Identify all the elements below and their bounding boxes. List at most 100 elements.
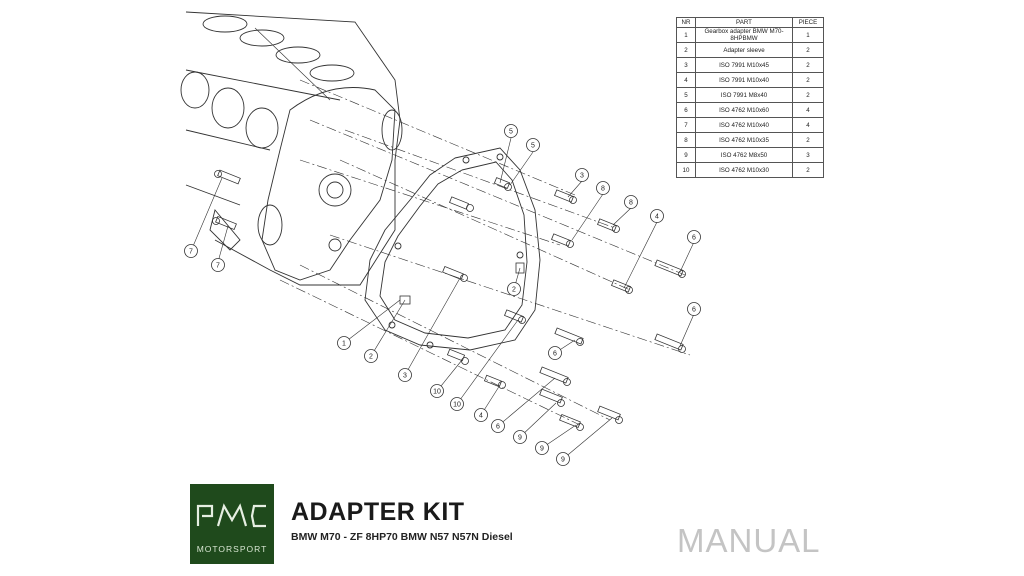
pmc-logo-mark-icon bbox=[196, 503, 266, 528]
page-title: ADAPTER KIT bbox=[291, 498, 465, 526]
callout-balloon: 2 bbox=[507, 282, 521, 296]
cell-part: ISO 7991 M10x45 bbox=[695, 57, 793, 73]
callout-balloon: 6 bbox=[548, 346, 562, 360]
cell-part: ISO 4762 M10x60 bbox=[695, 102, 793, 118]
callout-circle bbox=[507, 282, 521, 296]
callout-balloon: 9 bbox=[513, 430, 527, 444]
callout-number: 2 bbox=[512, 286, 516, 293]
callout-circle bbox=[526, 138, 540, 152]
callout-number: 1 bbox=[342, 340, 346, 347]
callout-circle bbox=[624, 195, 638, 209]
callout-number: 5 bbox=[531, 142, 535, 149]
callout-balloon: 2 bbox=[364, 349, 378, 363]
parts-table-header: NR PART PIECE bbox=[676, 17, 824, 28]
callout-circle bbox=[184, 244, 198, 258]
cell-nr: 1 bbox=[676, 27, 696, 43]
cell-part: ISO 4762 M10x40 bbox=[695, 117, 793, 133]
cell-nr: 2 bbox=[676, 42, 696, 58]
callout-circle bbox=[548, 346, 562, 360]
cell-part: ISO 4762 M8x50 bbox=[695, 147, 793, 163]
callout-number: 10 bbox=[433, 388, 441, 395]
callout-balloon: 5 bbox=[504, 124, 518, 138]
callout-circle bbox=[687, 302, 701, 316]
cell-part: Gearbox adapter BMW M70-8HPBMW bbox=[695, 27, 793, 43]
callout-circle bbox=[364, 349, 378, 363]
callout-balloon: 8 bbox=[624, 195, 638, 209]
cell-piece: 3 bbox=[792, 147, 824, 163]
cell-piece: 2 bbox=[792, 87, 824, 103]
callout-balloon: 4 bbox=[474, 408, 488, 422]
callout-circle bbox=[398, 368, 412, 382]
callout-balloon: 6 bbox=[687, 302, 701, 316]
callout-balloon: 9 bbox=[535, 441, 549, 455]
cell-piece: 2 bbox=[792, 72, 824, 88]
callout-circle bbox=[211, 258, 225, 272]
callout-circle bbox=[430, 384, 444, 398]
header-part: PART bbox=[695, 17, 793, 28]
cell-piece: 4 bbox=[792, 102, 824, 118]
callout-number: 10 bbox=[453, 401, 461, 408]
callout-number: 6 bbox=[692, 234, 696, 241]
callout-number: 8 bbox=[601, 185, 605, 192]
callout-balloon: 8 bbox=[596, 181, 610, 195]
cell-part: ISO 4762 M10x30 bbox=[695, 162, 793, 178]
callout-circle bbox=[504, 124, 518, 138]
adapter-plate bbox=[364, 147, 541, 351]
cell-part: Adapter sleeve bbox=[695, 42, 793, 58]
cell-piece: 4 bbox=[792, 117, 824, 133]
callout-balloon: 3 bbox=[398, 368, 412, 382]
callout-number: 4 bbox=[479, 412, 483, 419]
callout-number: 4 bbox=[655, 213, 659, 220]
cell-piece: 2 bbox=[792, 132, 824, 148]
callout-number: 6 bbox=[692, 306, 696, 313]
callout-circle bbox=[650, 209, 664, 223]
cell-piece: 2 bbox=[792, 42, 824, 58]
callout-number: 5 bbox=[509, 128, 513, 135]
cell-nr: 9 bbox=[676, 147, 696, 163]
callout-balloon: 10 bbox=[430, 384, 444, 398]
callout-circle bbox=[337, 336, 351, 350]
callout-number: 7 bbox=[216, 262, 220, 269]
callout-number: 9 bbox=[540, 445, 544, 452]
callout-balloon: 9 bbox=[556, 452, 570, 466]
cell-nr: 8 bbox=[676, 132, 696, 148]
callout-balloon: 6 bbox=[687, 230, 701, 244]
callout-balloon: 6 bbox=[491, 419, 505, 433]
callout-circle bbox=[535, 441, 549, 455]
cell-nr: 5 bbox=[676, 87, 696, 103]
cell-piece: 2 bbox=[792, 57, 824, 73]
logo-subtitle: MOTORSPORT bbox=[196, 544, 268, 554]
cell-nr: 6 bbox=[676, 102, 696, 118]
callout-number: 8 bbox=[629, 199, 633, 206]
callout-balloon: 4 bbox=[650, 209, 664, 223]
cell-nr: 3 bbox=[676, 57, 696, 73]
cell-part: ISO 7991 M8x40 bbox=[695, 87, 793, 103]
callout-circle bbox=[450, 397, 464, 411]
header-nr: NR bbox=[676, 17, 696, 28]
callout-circle bbox=[687, 230, 701, 244]
callout-balloon: 10 bbox=[450, 397, 464, 411]
callout-balloon: 5 bbox=[526, 138, 540, 152]
callout-balloon: 3 bbox=[575, 168, 589, 182]
callout-circle bbox=[491, 419, 505, 433]
axis-lines bbox=[279, 79, 691, 426]
callout-balloon: 7 bbox=[211, 258, 225, 272]
page-subtitle: BMW M70 - ZF 8HP70 BMW N57 N57N Diesel bbox=[291, 531, 513, 543]
callout-circle bbox=[513, 430, 527, 444]
callout-number: 9 bbox=[561, 456, 565, 463]
callout-number: 6 bbox=[553, 350, 557, 357]
callout-circle bbox=[575, 168, 589, 182]
cell-part: ISO 7991 M10x40 bbox=[695, 72, 793, 88]
callout-number: 2 bbox=[369, 353, 373, 360]
